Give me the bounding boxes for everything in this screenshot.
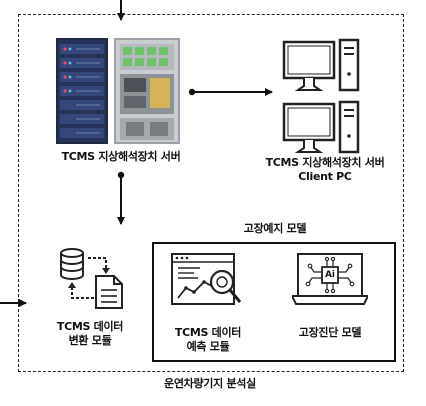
- client-pc-icon-2: [282, 100, 360, 154]
- client-pc-icon: [282, 38, 360, 92]
- ai-diagnosis-icon: [292, 253, 368, 305]
- predict-label-line2: 예측 모듈: [186, 340, 230, 353]
- analysis-room-boundary: [18, 14, 404, 372]
- converter-label-line2: 변환 모듈: [68, 334, 112, 347]
- client-label-line1: TCMS 지상해석장치 서버: [265, 156, 385, 169]
- converter-label-line1: TCMS 데이터: [56, 320, 124, 333]
- server-label: TCMS 지상해석장치 서버: [61, 150, 181, 163]
- client-label-line2: Client PC: [298, 170, 352, 183]
- room-label: 운연차량기지 분석실: [164, 377, 256, 390]
- ai-chip-text: Ai: [324, 270, 336, 280]
- server-rack-icon: [56, 38, 180, 144]
- diagnose-label: 고장진단 모델: [298, 326, 362, 339]
- model-group-title: 고장예지 모델: [243, 222, 307, 235]
- data-conversion-icon: [60, 248, 123, 309]
- predict-label-line1: TCMS 데이터: [174, 326, 242, 339]
- prediction-module-icon: [171, 253, 242, 305]
